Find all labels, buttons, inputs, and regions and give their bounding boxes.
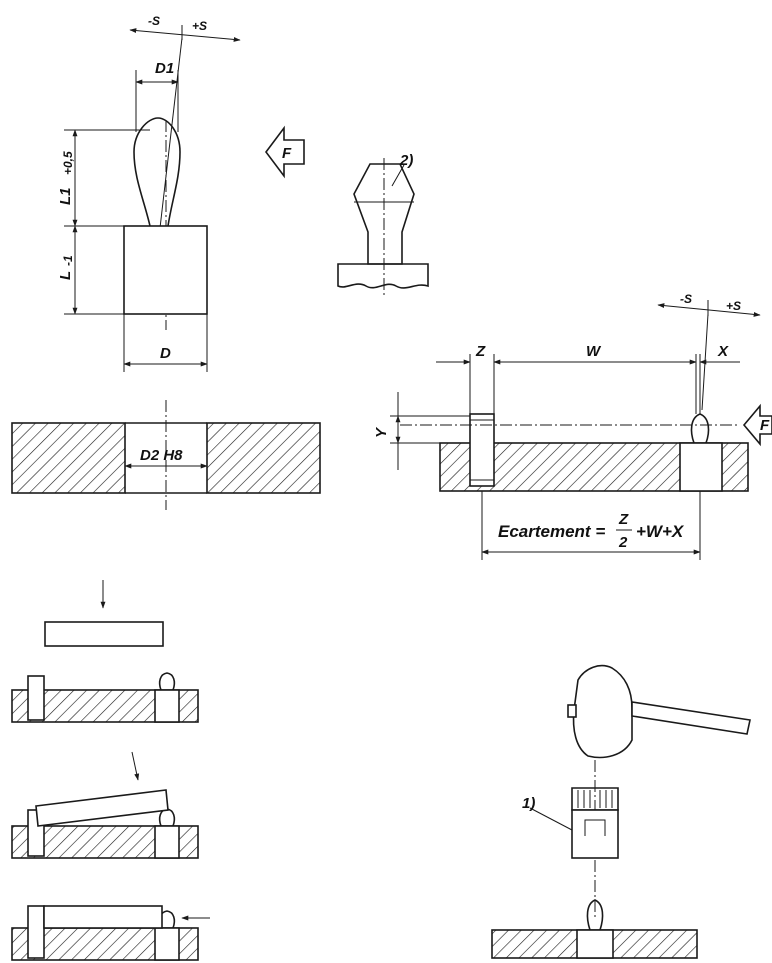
svg-text:F: F <box>760 417 770 434</box>
force-arrow-f: F <box>265 125 305 179</box>
sequence-step-3 <box>11 751 199 859</box>
svg-text:-S: -S <box>680 292 692 306</box>
svg-text:Z: Z <box>618 511 629 528</box>
svg-text:+0,5: +0,5 <box>61 151 75 175</box>
sequence-step-4 <box>11 905 210 961</box>
svg-text:D: D <box>160 345 171 362</box>
svg-text:W: W <box>586 343 602 360</box>
detail-tip-2: 2) <box>337 152 429 296</box>
svg-text:2): 2) <box>399 152 413 169</box>
sequence-step-1 <box>44 580 164 647</box>
force-arrow-f-right: F <box>742 403 772 447</box>
svg-text:+S: +S <box>726 299 741 313</box>
svg-text:+W+X: +W+X <box>636 522 685 541</box>
svg-text:L: L <box>57 271 74 280</box>
svg-text:D1: D1 <box>155 60 174 77</box>
svg-text:Z: Z <box>475 343 486 360</box>
svg-text:+S: +S <box>192 19 207 33</box>
svg-text:F: F <box>282 145 292 162</box>
sequence-step-2 <box>11 672 199 723</box>
svg-text:-S: -S <box>148 14 160 28</box>
hammer-install: 1) <box>491 664 751 959</box>
svg-text:Y: Y <box>373 426 390 438</box>
svg-text:1): 1) <box>522 795 535 812</box>
svg-text:D2 H8: D2 H8 <box>140 447 183 464</box>
spacing-diagram: -S +S Y Z W X Ecartem <box>373 292 761 560</box>
svg-text:-1: -1 <box>61 255 75 266</box>
svg-text:2: 2 <box>618 534 628 551</box>
svg-text:Ecartement =: Ecartement = <box>498 522 605 541</box>
svg-text:L1: L1 <box>57 187 74 205</box>
plate-section-d2: D2 H8 <box>11 400 321 510</box>
svg-text:X: X <box>717 343 729 360</box>
pin-main-view: -S +S D1 L1 +0,5 L -1 D <box>57 14 241 372</box>
